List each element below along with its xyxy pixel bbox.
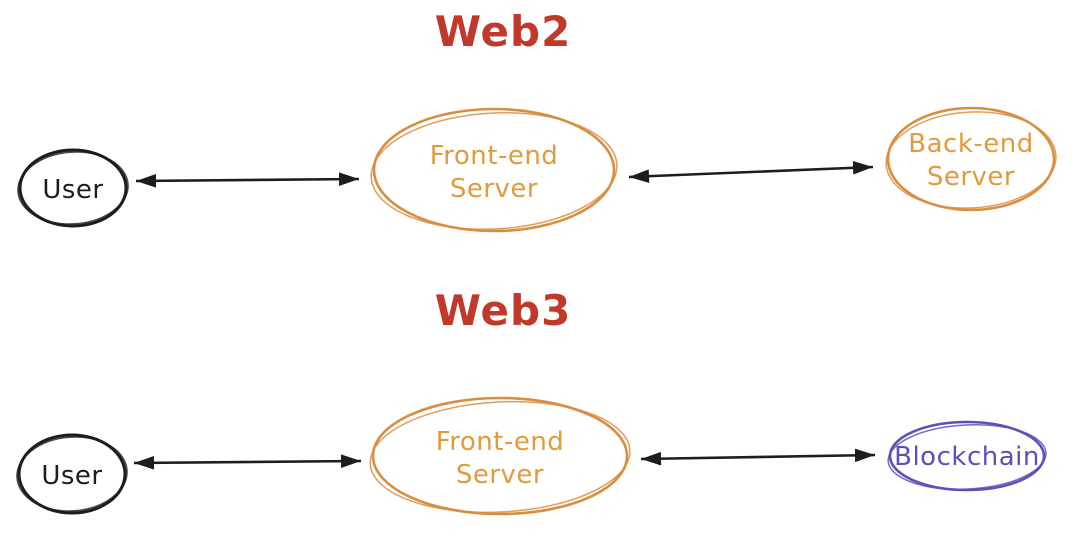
web2-user-frontend-arrow	[135, 172, 360, 188]
web3-user-label: User	[41, 461, 102, 491]
web3-frontend-label-line1: Front-end	[436, 427, 565, 457]
web2-frontend-backend-arrow	[628, 161, 874, 183]
web2-user-node: User	[17, 148, 129, 228]
web2-frontend-label-line1: Front-end	[430, 141, 559, 171]
web2-title: Web2	[435, 7, 572, 56]
web2-user-label: User	[42, 175, 103, 205]
web2-backend-node: Back-end Server	[885, 106, 1057, 212]
web3-frontend-ellipse	[371, 396, 629, 516]
web3-blockchain-node: Blockchain	[887, 420, 1047, 492]
web2-backend-label-line2: Server	[927, 162, 1015, 192]
web3-blockchain-label: Blockchain	[894, 442, 1040, 472]
web2-frontend-ellipse-sketchline	[370, 111, 618, 231]
web2-backend-ellipse	[886, 106, 1056, 212]
web3-user-frontend-arrow	[133, 454, 362, 470]
web3-frontend-blockchain-arrow	[640, 448, 876, 466]
web2-frontend-node: Front-end Server	[370, 107, 618, 233]
web3-user-ellipse	[17, 433, 127, 515]
web2-section: Web2 User Front-end Server Back-end Serv…	[17, 7, 1057, 233]
web2-backend-label-line1: Back-end	[908, 129, 1033, 159]
web2-frontend-label-line2: Server	[450, 174, 538, 204]
web3-blockchain-ellipse	[888, 420, 1046, 492]
web3-frontend-label-line2: Server	[456, 460, 544, 490]
web2-user-ellipse-sketchline	[17, 150, 129, 226]
web3-section: Web3 User Front-end Server Blockchain	[16, 286, 1047, 516]
web3-frontend-node: Front-end Server	[369, 396, 631, 516]
web3-user-node: User	[16, 433, 128, 515]
web2-backend-ellipse-sketchline	[885, 111, 1057, 209]
web3-title: Web3	[435, 286, 572, 335]
web3-frontend-ellipse-sketchline	[369, 400, 631, 514]
web3-user-ellipse-sketchline	[16, 435, 128, 513]
web2-frontend-ellipse	[372, 107, 616, 233]
web2-user-ellipse	[18, 148, 128, 228]
web3-blockchain-ellipse-sketchline	[887, 424, 1047, 490]
